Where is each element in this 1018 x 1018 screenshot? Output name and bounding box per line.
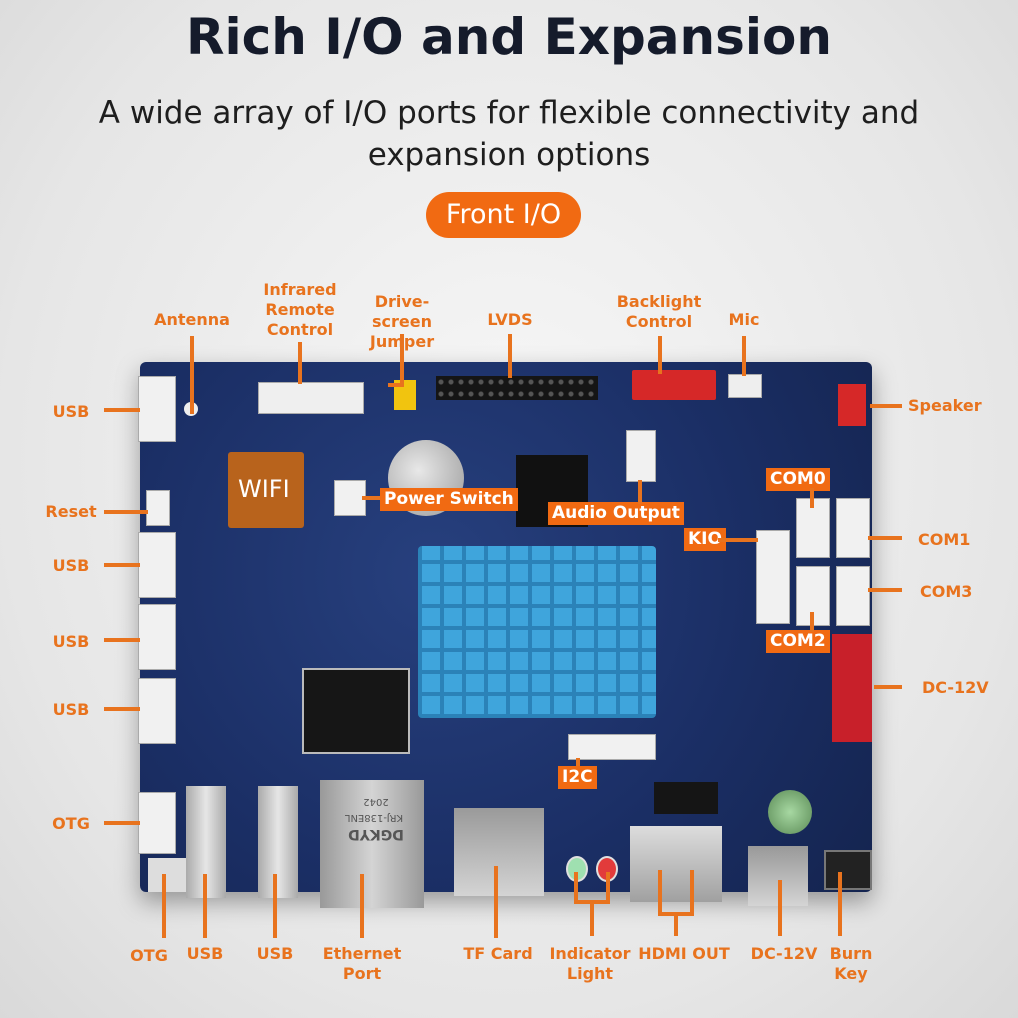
front-io-badge: Front I/O xyxy=(426,192,581,238)
page-title: Rich I/O and Expansion xyxy=(186,8,832,66)
i2c-connector xyxy=(568,734,656,760)
com2-tag: COM2 xyxy=(766,630,830,653)
label-lvds: LVDS xyxy=(487,310,533,329)
kio-tag: KIO xyxy=(684,528,726,551)
label-otg-left: OTG xyxy=(52,814,90,833)
label-com1: COM1 xyxy=(918,530,971,549)
com1-connector xyxy=(836,498,870,558)
otg-connector xyxy=(138,792,176,854)
ethernet-port xyxy=(320,780,424,908)
audio-output-tag: Audio Output xyxy=(548,502,684,525)
power-switch-connector xyxy=(334,480,366,516)
label-usb-left-2: USB xyxy=(52,556,90,575)
usb-connector xyxy=(138,376,176,442)
wifi-module xyxy=(228,452,304,528)
page-subtitle: A wide array of I/O ports for flexible c… xyxy=(98,95,920,173)
label-ethernet-port: Ethernet Port xyxy=(322,944,402,983)
label-otg-bottom: OTG xyxy=(130,946,168,965)
backlight-connector xyxy=(632,370,716,400)
com3-connector xyxy=(836,566,870,626)
label-hdmi-out: HDMI OUT xyxy=(638,944,730,963)
label-dc12v-right: DC-12V xyxy=(922,678,989,697)
label-reset: Reset xyxy=(45,502,97,521)
wifi-tag: WIFI xyxy=(238,475,290,503)
label-backlight: Backlight Control xyxy=(616,292,702,331)
dc-power-connector xyxy=(832,634,872,742)
lvds-header xyxy=(436,376,598,400)
power-switch-tag: Power Switch xyxy=(380,488,518,511)
i2c-tag: I2C xyxy=(558,766,597,789)
tf-card-slot xyxy=(454,808,544,896)
label-usb-left-4: USB xyxy=(52,700,90,719)
usb-connector xyxy=(138,532,176,598)
jumper xyxy=(394,380,416,410)
com0-tag: COM0 xyxy=(766,468,830,491)
usb-port xyxy=(258,786,298,898)
label-burn-key: Burn Key xyxy=(829,944,873,983)
kio-connector xyxy=(756,530,790,624)
reset-connector xyxy=(146,490,170,526)
label-dc12v-bottom: DC-12V xyxy=(750,944,818,963)
label-usb-bottom-2: USB xyxy=(256,944,294,963)
label-antenna: Antenna xyxy=(154,310,230,329)
heatsink xyxy=(418,546,656,718)
label-usb-left-3: USB xyxy=(52,632,90,651)
label-indicator-light: Indicator Light xyxy=(549,944,631,983)
label-com3: COM3 xyxy=(920,582,973,601)
usb-connector xyxy=(138,604,176,670)
label-mic: Mic xyxy=(728,310,760,329)
audio-connector xyxy=(626,430,656,482)
ir-connector xyxy=(258,382,364,414)
label-tf-card: TF Card xyxy=(463,944,533,963)
label-usb-left-1: USB xyxy=(52,402,90,421)
label-speaker: Speaker xyxy=(908,396,982,415)
label-infrared: Infrared Remote Control xyxy=(263,280,337,339)
capacitor xyxy=(768,790,812,834)
burn-key-button xyxy=(824,850,872,890)
hdmi-port xyxy=(630,826,722,902)
otg-micro-usb-port xyxy=(148,858,186,892)
label-drive-screen-jumper: Drive-screen Jumper xyxy=(369,292,435,351)
speaker-connector xyxy=(838,384,866,426)
memory-chip xyxy=(302,668,410,754)
gpio-header xyxy=(654,782,718,814)
label-usb-bottom-1: USB xyxy=(186,944,224,963)
